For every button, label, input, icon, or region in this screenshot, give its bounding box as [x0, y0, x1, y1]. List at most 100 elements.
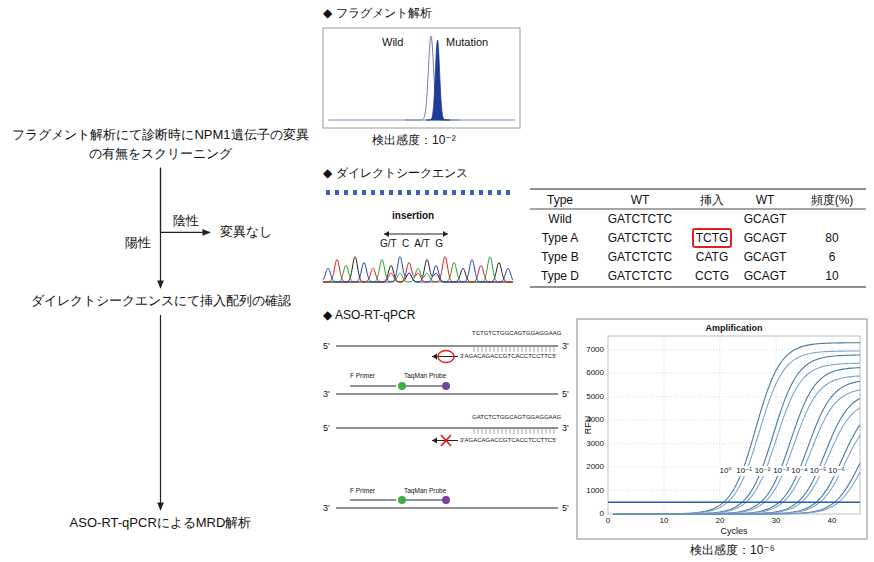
base-pair-hatch [554, 429, 555, 434]
base-pair-hatch [478, 429, 479, 434]
base-pair-hatch [502, 347, 503, 352]
strand-end: 5' [323, 341, 330, 352]
base-pair-hatch [526, 347, 527, 352]
base-pair-hatch [530, 429, 531, 434]
wild-peak [405, 36, 460, 120]
dilution-label: 10⁻⁴ [790, 466, 809, 476]
grid-line [720, 336, 721, 514]
base-marker [434, 190, 438, 195]
base-pair-hatch [482, 347, 483, 352]
strand-end: 5' [562, 503, 569, 514]
base-pair-hatch [482, 429, 483, 434]
base-marker [371, 190, 375, 195]
flow-step: フラグメント解析にて診断時にNPM1遺伝子の変異の有無をスクリーニング [8, 124, 313, 166]
base-marker [506, 190, 510, 195]
primer-sequence: 3'AGACAGACCGTCACCTCCTTC5' [460, 353, 557, 360]
base-pair-hatch [522, 429, 523, 434]
base-pair-hatch [526, 429, 527, 434]
probe-line [402, 386, 446, 387]
flow-step: 変異なし [212, 221, 280, 244]
base-pair-hatch [486, 347, 487, 352]
amplification-curve [614, 368, 860, 514]
base-pair-hatch [550, 429, 551, 434]
base-pair-hatch [538, 429, 539, 434]
table-cell: 頻度(%) [811, 193, 854, 207]
complement-strand [336, 508, 558, 509]
insertion-span [384, 234, 448, 235]
dilution-label: 10⁻¹ [735, 466, 753, 476]
base-pair-hatch [530, 347, 531, 352]
table-rule [530, 209, 866, 210]
axis-tick: 3000 [586, 439, 604, 449]
base-pair-hatch [510, 347, 511, 352]
strand-end: 5' [562, 389, 569, 400]
table-cell: Type A [542, 231, 579, 245]
threshold-line [608, 501, 860, 503]
probe-label: TaqMan Probe [404, 372, 446, 380]
base-marker [380, 190, 384, 195]
peak-label: Mutation [446, 36, 488, 49]
base-pair-hatch [506, 429, 507, 434]
base-pair-hatch [518, 347, 519, 352]
highlight-box [693, 229, 731, 247]
axis-tick: 0 [606, 516, 610, 526]
flow-step: ASO-RT-qPCRによるMRD解析 [8, 512, 313, 535]
table-cell: GATCTCTC [608, 269, 672, 283]
base-call: G/T C A/T G [380, 238, 443, 250]
axis-title: RFU [583, 416, 594, 435]
grid-line [664, 336, 665, 514]
flow-step: ダイレクトシークエンスにて挿入配列の確認 [8, 290, 313, 313]
axis-tick: 2000 [586, 462, 604, 472]
base-pair-hatch [494, 429, 495, 434]
dilution-label: 10⁻⁵ [809, 466, 827, 476]
strand-end: 3' [323, 389, 330, 400]
forward-primer [350, 386, 396, 387]
base-pair-hatch [546, 429, 547, 434]
template-strand [336, 428, 558, 429]
base-pair-hatch [534, 347, 535, 352]
table-cell: GCAGT [744, 250, 787, 264]
table-rule [530, 287, 866, 288]
amplification-curve [614, 355, 860, 514]
axis-tick: 1000 [586, 486, 604, 496]
template-strand [336, 346, 558, 347]
dilution-label: 10⁻³ [772, 466, 790, 476]
probe-line [402, 500, 446, 501]
strand-end: 3' [562, 423, 569, 434]
base-pair-hatch [554, 347, 555, 352]
base-pair-hatch [538, 347, 539, 352]
section-heading: ◆ ASO-RT-qPCR [323, 308, 415, 322]
step-text: ASO-RT-qPCRによるMRD解析 [11, 514, 310, 533]
table-cell: GCAGT [744, 269, 787, 283]
chromatogram-trace [323, 257, 513, 282]
base-marker [479, 190, 483, 195]
table-cell: CCTG [695, 269, 729, 283]
table-cell: GATCTCTC [608, 231, 672, 245]
peak-label: Wild [382, 36, 403, 49]
base-pair-hatch [546, 347, 547, 352]
axis-tick: 40 [828, 516, 837, 526]
axis-title: Cycles [720, 526, 747, 537]
base-pair-hatch [514, 347, 515, 352]
primer-arrowhead [432, 438, 437, 444]
grid-line [608, 490, 860, 491]
reporter-dye [398, 382, 406, 390]
edge-label: 陽性 [123, 235, 153, 251]
dilution-label: 10⁻² [754, 466, 772, 476]
amplification-curve [614, 376, 860, 514]
complement-strand [336, 394, 558, 395]
table-cell: 80 [825, 231, 838, 245]
table-cell: Type D [541, 269, 579, 283]
axis-tick: 30 [772, 516, 781, 526]
grid-line [608, 396, 860, 397]
table-cell: 10 [825, 269, 838, 283]
amplification-curve [614, 343, 860, 514]
table-cell: Wild [548, 212, 571, 226]
section-heading: ◆ フラグメント解析 [323, 6, 432, 20]
sensitivity-note: 検出感度：10⁻⁶ [690, 543, 775, 557]
sensitivity-note: 検出感度：10⁻² [372, 133, 456, 147]
base-marker [326, 190, 330, 195]
table-cell: TCTG [696, 231, 729, 245]
amplification-curve [614, 351, 860, 514]
